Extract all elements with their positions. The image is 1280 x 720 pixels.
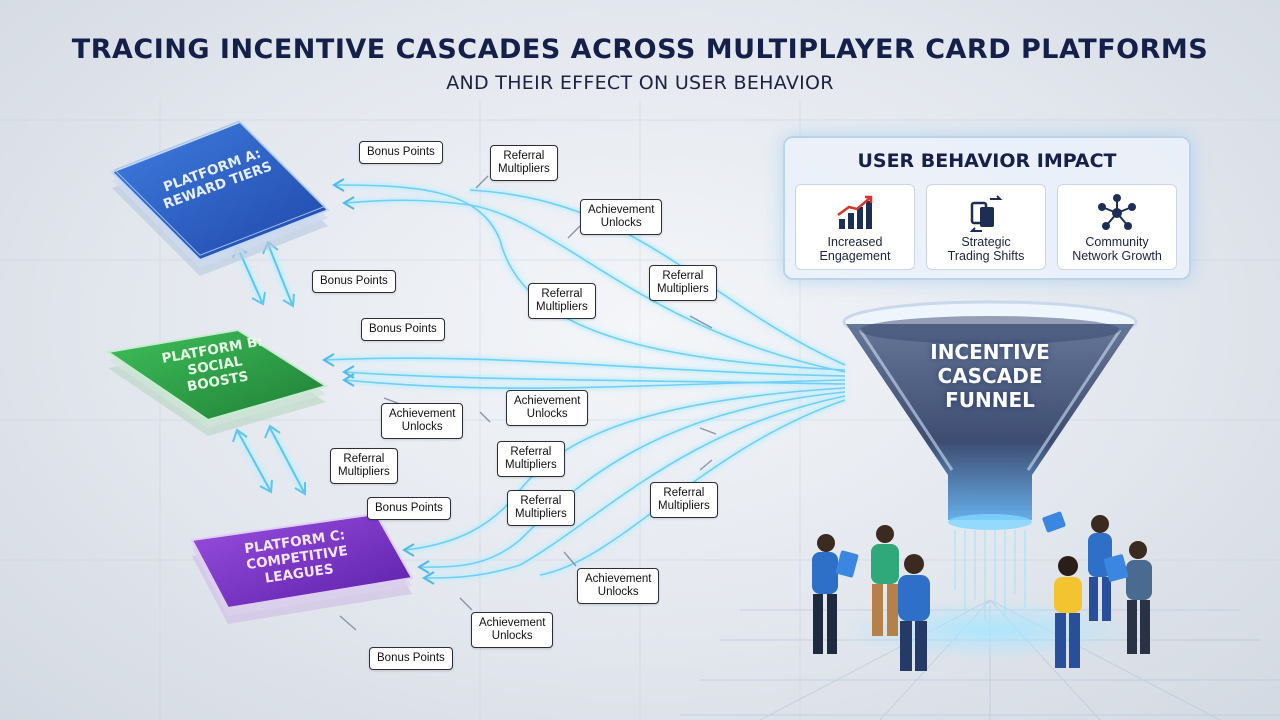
users-group: [812, 511, 1152, 671]
network-icon: [1098, 194, 1136, 230]
impact-card-trading: Strategic Trading Shifts: [926, 184, 1046, 270]
person-2: [871, 525, 899, 636]
incentive-label: Referral Multipliers: [497, 441, 565, 477]
incentive-label: Achievement Unlocks: [471, 612, 554, 648]
flow-arrowheads: [322, 178, 435, 585]
funnel-label: INCENTIVE CASCADE FUNNEL: [930, 340, 1050, 412]
incentive-label: Referral Multipliers: [507, 490, 575, 526]
impact-card-community: Community Network Growth: [1057, 184, 1177, 270]
data-streams: [954, 530, 1026, 620]
incentive-label: Achievement Unlocks: [506, 390, 589, 426]
incentive-funnel: [842, 300, 1138, 620]
incentive-label: Achievement Unlocks: [381, 403, 464, 439]
incentive-label: Achievement Unlocks: [580, 199, 663, 235]
incentive-label: Referral Multipliers: [649, 265, 717, 301]
impact-label: Community Network Growth: [1072, 235, 1162, 263]
user-behavior-impact-panel: USER BEHAVIOR IMPACT Increased Engagemen…: [783, 136, 1191, 280]
person-1: [812, 534, 859, 654]
subtitle: AND THEIR EFFECT ON USER BEHAVIOR: [446, 72, 834, 94]
incentive-label: Bonus Points: [367, 497, 451, 520]
incentive-label: Referral Multipliers: [490, 145, 558, 181]
incentive-label: Referral Multipliers: [650, 482, 718, 518]
incentive-label: Bonus Points: [359, 141, 443, 164]
incentive-label: Bonus Points: [369, 647, 453, 670]
person-3: [898, 554, 930, 671]
person-5: [1054, 556, 1082, 668]
impact-label: Increased Engagement: [819, 235, 891, 263]
incentive-label: Achievement Unlocks: [577, 568, 660, 604]
main-title: TRACING INCENTIVE CASCADES ACROSS MULTIP…: [71, 34, 1209, 65]
impact-title: USER BEHAVIOR IMPACT: [857, 150, 1117, 172]
impact-label: Strategic Trading Shifts: [947, 235, 1025, 263]
person-6: [1103, 541, 1152, 654]
incentive-label: Bonus Points: [361, 318, 445, 341]
card-trade-icon: [969, 195, 1003, 232]
platform-a[interactable]: [110, 120, 330, 276]
incentive-label: Bonus Points: [312, 270, 396, 293]
bar-chart-growth-icon: [837, 195, 873, 229]
impact-card-engagement: Increased Engagement: [795, 184, 915, 270]
incentive-label: Referral Multipliers: [330, 448, 398, 484]
incentive-label: Referral Multipliers: [528, 283, 596, 319]
pointer-arrows: [339, 175, 717, 631]
platform-c[interactable]: [190, 512, 414, 624]
platform-b[interactable]: [105, 328, 329, 436]
